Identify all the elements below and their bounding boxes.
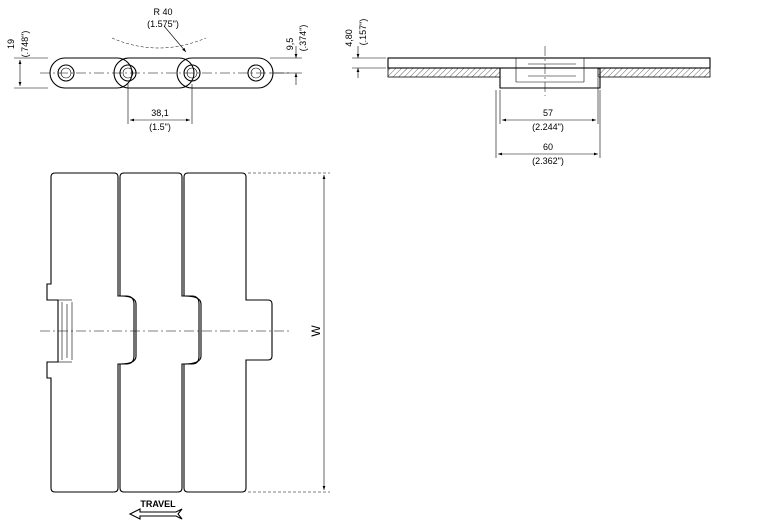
- plate-thickness-inch-value: (.157"): [358, 19, 368, 46]
- hinge-value: 9,5: [285, 38, 295, 51]
- pitch-value: 38,1: [151, 108, 169, 118]
- width-label: W: [309, 325, 323, 337]
- plate-thickness-value: 4,80: [344, 29, 354, 47]
- height-value: 19: [6, 39, 16, 49]
- radius-leader: [163, 25, 187, 53]
- chain-plate-2: [119, 172, 200, 493]
- hinge-inch-value: (.374"): [298, 25, 308, 52]
- hinge-body: [499, 68, 601, 89]
- wear-strip-left: [387, 67, 501, 78]
- wear-strip-right: [597, 67, 711, 78]
- radius-value: R 40: [153, 7, 172, 17]
- travel-arrow-icon: [128, 508, 183, 520]
- side-view: R 40 (1.575") 19 (.748") 9,5 (.374") 38,…: [6, 7, 308, 132]
- outer-width-value: 60: [543, 142, 553, 152]
- cross-section-view: 4,80 (.157") 57 (2.244") 60 (2.362"): [344, 19, 711, 166]
- top-view: W TRAVEL: [40, 172, 330, 520]
- radius-inch-value: (1.575"): [147, 19, 179, 29]
- inner-width-inch-value: (2.244"): [532, 122, 564, 132]
- top-plate: [387, 57, 711, 69]
- outer-width-inch-value: (2.362"): [532, 156, 564, 166]
- inner-width-value: 57: [543, 108, 553, 118]
- pitch-inch-value: (1.5"): [149, 122, 171, 132]
- radius-arc: [111, 37, 207, 49]
- travel-label: TRAVEL: [140, 499, 176, 509]
- chain-plate-1: [46, 172, 135, 493]
- chain-plate-3: [183, 172, 273, 493]
- height-inch-value: (.748"): [20, 31, 30, 58]
